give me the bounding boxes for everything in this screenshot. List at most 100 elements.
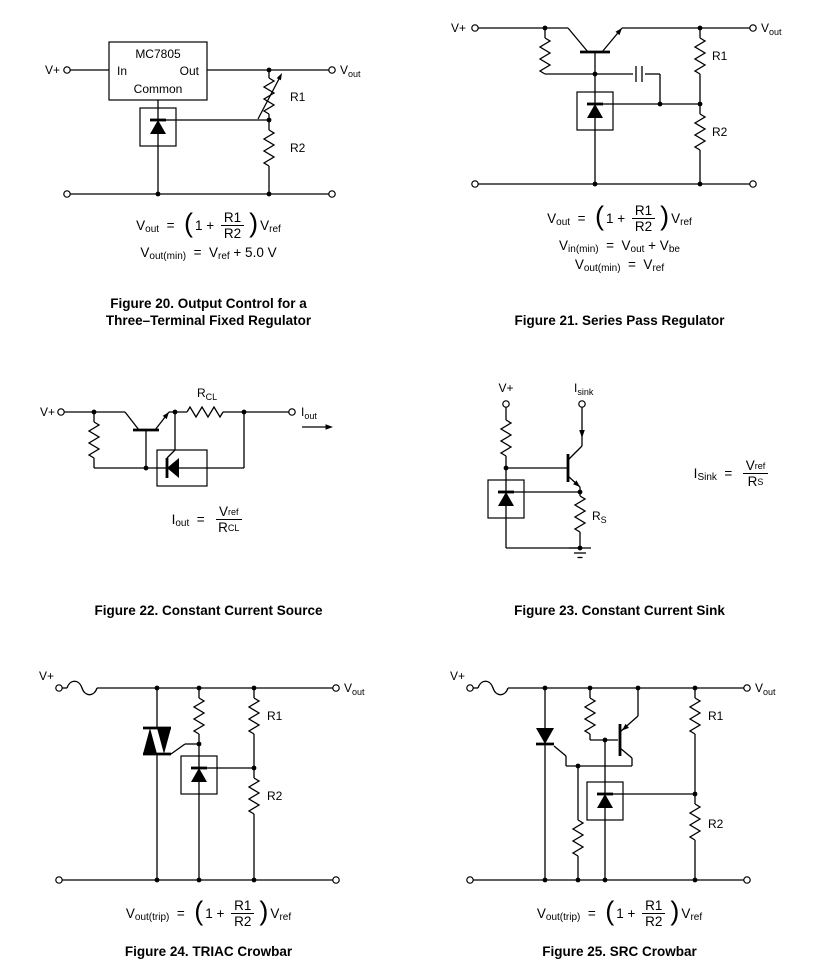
vplus-label: V+ [45, 63, 60, 77]
bias-resistor [538, 37, 551, 75]
figure-23-caption: Figure 23. Constant Current Sink [514, 603, 725, 619]
terminals [56, 408, 296, 416]
junction-dots [503, 465, 583, 551]
figure-25-caption: Figure 25. SRC Crowbar [542, 944, 697, 959]
resistor-r2 [688, 803, 701, 841]
junction-dots [155, 67, 271, 197]
r2-label: R2 [712, 125, 728, 139]
wires [505, 407, 583, 549]
figure-21-caption: Figure 21. Series Pass Regulator [514, 313, 725, 329]
junction-dots [154, 685, 256, 883]
bias-resistor [192, 697, 205, 735]
bias-resistor [500, 419, 512, 457]
figure-21-circuit: V+ Vout R1 R2 [451, 21, 782, 188]
figure-22-caption: Figure 22. Constant Current Source [94, 603, 323, 619]
scr-symbol [535, 728, 554, 746]
vplus-label: V+ [40, 405, 55, 419]
vplus-label: V+ [498, 381, 513, 395]
junction-dots [542, 685, 697, 883]
figure-24-caption: Figure 24. TRIAC Crowbar [124, 944, 293, 959]
npn-pass-transistor [567, 27, 622, 54]
regulator-box [107, 41, 208, 101]
resistor-r1-variable [256, 73, 282, 120]
terminals [465, 684, 751, 884]
wires [61, 680, 333, 881]
resistor-r1 [247, 697, 260, 735]
resistor-rs [574, 495, 586, 533]
terminals [62, 66, 336, 198]
vout-label: Vout [344, 681, 365, 697]
regulator-pin-common: Common [133, 82, 182, 96]
rcl-label: RCL [197, 386, 217, 402]
r2-label: R2 [267, 789, 283, 803]
fuse [65, 680, 98, 696]
resistor-r2 [262, 129, 275, 167]
isink-label: Isink [574, 381, 594, 397]
wires [472, 680, 744, 881]
figure-25-circuit: V+ Vout R1 R2 [450, 670, 776, 884]
terminals [54, 684, 340, 884]
iout-label: Iout [301, 405, 317, 421]
terminals [470, 24, 757, 188]
terminals [501, 400, 586, 408]
figure-20-caption: Figure 20. Output Control for a Three–Te… [105, 295, 312, 329]
r2-label: R2 [708, 817, 724, 831]
resistor-r1 [688, 697, 701, 735]
tl431-symbol [179, 755, 218, 795]
iout-arrow [301, 424, 333, 430]
vplus-label: V+ [450, 670, 465, 683]
figure-23-circuit: V+ Isink RS [487, 381, 606, 559]
vplus-label: V+ [451, 21, 466, 35]
regulator-pin-out: Out [179, 64, 199, 78]
vout-label: Vout [755, 681, 776, 697]
npn-transistor [566, 445, 583, 488]
resistor-r2 [693, 113, 706, 151]
tl431-symbol [155, 449, 208, 487]
tl431-symbol [585, 781, 624, 821]
junction-dots [542, 25, 702, 187]
wires [477, 27, 750, 185]
wires [63, 411, 289, 469]
current-arrow-down [578, 430, 585, 438]
tl431-symbol [487, 479, 525, 519]
fuse [476, 680, 509, 696]
resistor-r2 [247, 777, 260, 815]
r1-label: R1 [267, 709, 283, 723]
r1-label: R1 [290, 90, 306, 104]
vout-label: Vout [761, 21, 782, 37]
wires [69, 69, 329, 195]
bias-resistor [87, 421, 100, 459]
npn-transistor [123, 411, 170, 432]
bias-resistor [583, 697, 596, 735]
tl431-symbol [138, 107, 177, 147]
r1-label: R1 [712, 49, 728, 63]
regulator-pin-in: In [117, 64, 127, 78]
resistor-r1 [693, 37, 706, 75]
pnp-transistor [618, 715, 638, 759]
resistor-rcl [185, 406, 224, 418]
figure-20: MC7805 In Out Common [16, 12, 401, 330]
r2-label: R2 [290, 141, 306, 155]
junction-dots [91, 409, 246, 471]
r1-label: R1 [708, 709, 724, 723]
